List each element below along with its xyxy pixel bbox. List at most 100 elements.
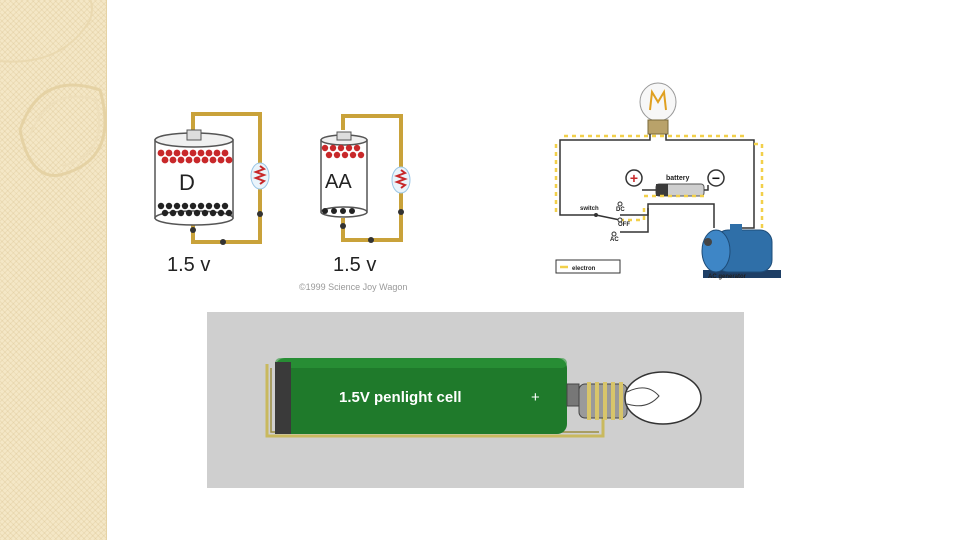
cells-diagram: D 1.5 v AA 1.5 v ©1999 Sc — [145, 108, 455, 298]
electron-dot — [185, 209, 193, 217]
electron-dot — [225, 209, 233, 217]
penlight-svg: 1.5V penlight cell + — [265, 358, 702, 438]
electron-dot — [169, 209, 177, 217]
aa-cell-label: AA — [325, 171, 352, 193]
electron-path — [554, 142, 764, 230]
sidebar-swirl — [0, 0, 106, 177]
penlight-cell: 1.5V penlight cell + — [275, 358, 580, 434]
aa-voltage-label: 1.5 v — [333, 254, 376, 276]
electron-path-switch — [620, 208, 646, 222]
aa-cell-protons — [321, 144, 365, 159]
battery-minus-sign: − — [712, 170, 720, 186]
electron-dot — [205, 202, 213, 210]
proton-dot — [321, 144, 329, 152]
d-voltage-label: 1.5 v — [167, 254, 210, 276]
proton-dot — [173, 149, 181, 157]
electron-dot — [209, 209, 217, 217]
proton-dot — [225, 156, 233, 164]
d-cell-label: D — [179, 170, 195, 195]
electron-dot — [201, 209, 209, 217]
aa-cell-wire — [341, 114, 403, 242]
electron-dot — [173, 202, 181, 210]
proton-dot — [325, 151, 333, 159]
electron-dot — [193, 209, 201, 217]
electron-dot — [217, 209, 225, 217]
aa-wire-electron — [368, 237, 374, 243]
d-cell-wire-bottom — [191, 218, 223, 244]
electron-dot — [213, 202, 221, 210]
electron-dot — [331, 208, 337, 214]
electron-dot — [181, 202, 189, 210]
proton-dot — [189, 149, 197, 157]
penlight-diagram: 1.5V penlight cell + — [207, 312, 744, 488]
proton-dot — [209, 156, 217, 164]
electron-dot — [189, 202, 197, 210]
electron-dot — [349, 208, 355, 214]
aa-resistor — [391, 166, 411, 194]
proton-dot — [205, 149, 213, 157]
circuit-wire-right — [665, 134, 755, 229]
penlight-plus-sign: + — [531, 389, 540, 406]
switch-ac-label: AC — [610, 237, 619, 243]
proton-dot — [333, 151, 341, 159]
proton-dot — [345, 144, 353, 152]
proton-dot — [177, 156, 185, 164]
d-resistor — [250, 162, 270, 190]
cells-svg: D 1.5 v AA 1.5 v ©1999 Sc — [154, 112, 411, 292]
generator-label: AC generator — [708, 274, 747, 280]
electron-dot — [197, 202, 205, 210]
proton-dot — [341, 151, 349, 159]
aa-cell: AA — [320, 131, 368, 218]
legend-label: electron — [572, 266, 596, 272]
proton-dot — [157, 149, 165, 157]
battery-label: battery — [666, 175, 689, 182]
decorative-sidebar — [0, 0, 107, 540]
battery: + − battery — [625, 169, 725, 198]
electron-dot — [165, 202, 173, 210]
electron-dot — [157, 202, 165, 210]
light-bulb — [639, 82, 677, 135]
switch-label: switch — [580, 206, 599, 212]
proton-dot — [161, 156, 169, 164]
aa-cell-electrons — [322, 208, 355, 214]
proton-dot — [337, 144, 345, 152]
proton-dot — [217, 156, 225, 164]
proton-dot — [201, 156, 209, 164]
copyright-text: ©1999 Science Joy Wagon — [299, 282, 407, 292]
aa-wire-electron — [340, 223, 346, 229]
proton-dot — [349, 151, 357, 159]
proton-dot — [197, 149, 205, 157]
d-cell-protons — [157, 149, 233, 164]
ac-generator: AC generator — [701, 224, 781, 280]
d-cell: D — [154, 129, 234, 226]
proton-dot — [353, 144, 361, 152]
proton-dot — [213, 149, 221, 157]
electron-dot — [340, 208, 346, 214]
electron-legend: electron — [555, 259, 621, 274]
proton-dot — [221, 149, 229, 157]
circuit-wire-left — [559, 134, 651, 216]
d-cell-electrons — [157, 202, 233, 217]
proton-dot — [185, 156, 193, 164]
circuit-wire-ac — [620, 208, 649, 233]
electron-dot — [177, 209, 185, 217]
circuit-diagram: + − battery switch DC OFF AC — [548, 80, 788, 280]
proton-dot — [181, 149, 189, 157]
d-wire-electron — [257, 211, 263, 217]
switch: switch DC OFF AC — [580, 201, 630, 243]
electron-dot — [161, 209, 169, 217]
proton-dot — [329, 144, 337, 152]
d-cell-wire — [191, 112, 262, 244]
electron-dot — [221, 202, 229, 210]
aa-wire-electron — [398, 209, 404, 215]
d-wire-electron — [220, 239, 226, 245]
battery-plus-sign: + — [630, 170, 638, 186]
proton-dot — [169, 156, 177, 164]
circuit-wire-switch — [620, 203, 715, 228]
penlight-cell-label: 1.5V penlight cell — [339, 389, 462, 406]
proton-dot — [193, 156, 201, 164]
switch-off-label: OFF — [618, 222, 630, 228]
proton-dot — [165, 149, 173, 157]
switch-dc-label: DC — [616, 207, 625, 213]
proton-dot — [357, 151, 365, 159]
